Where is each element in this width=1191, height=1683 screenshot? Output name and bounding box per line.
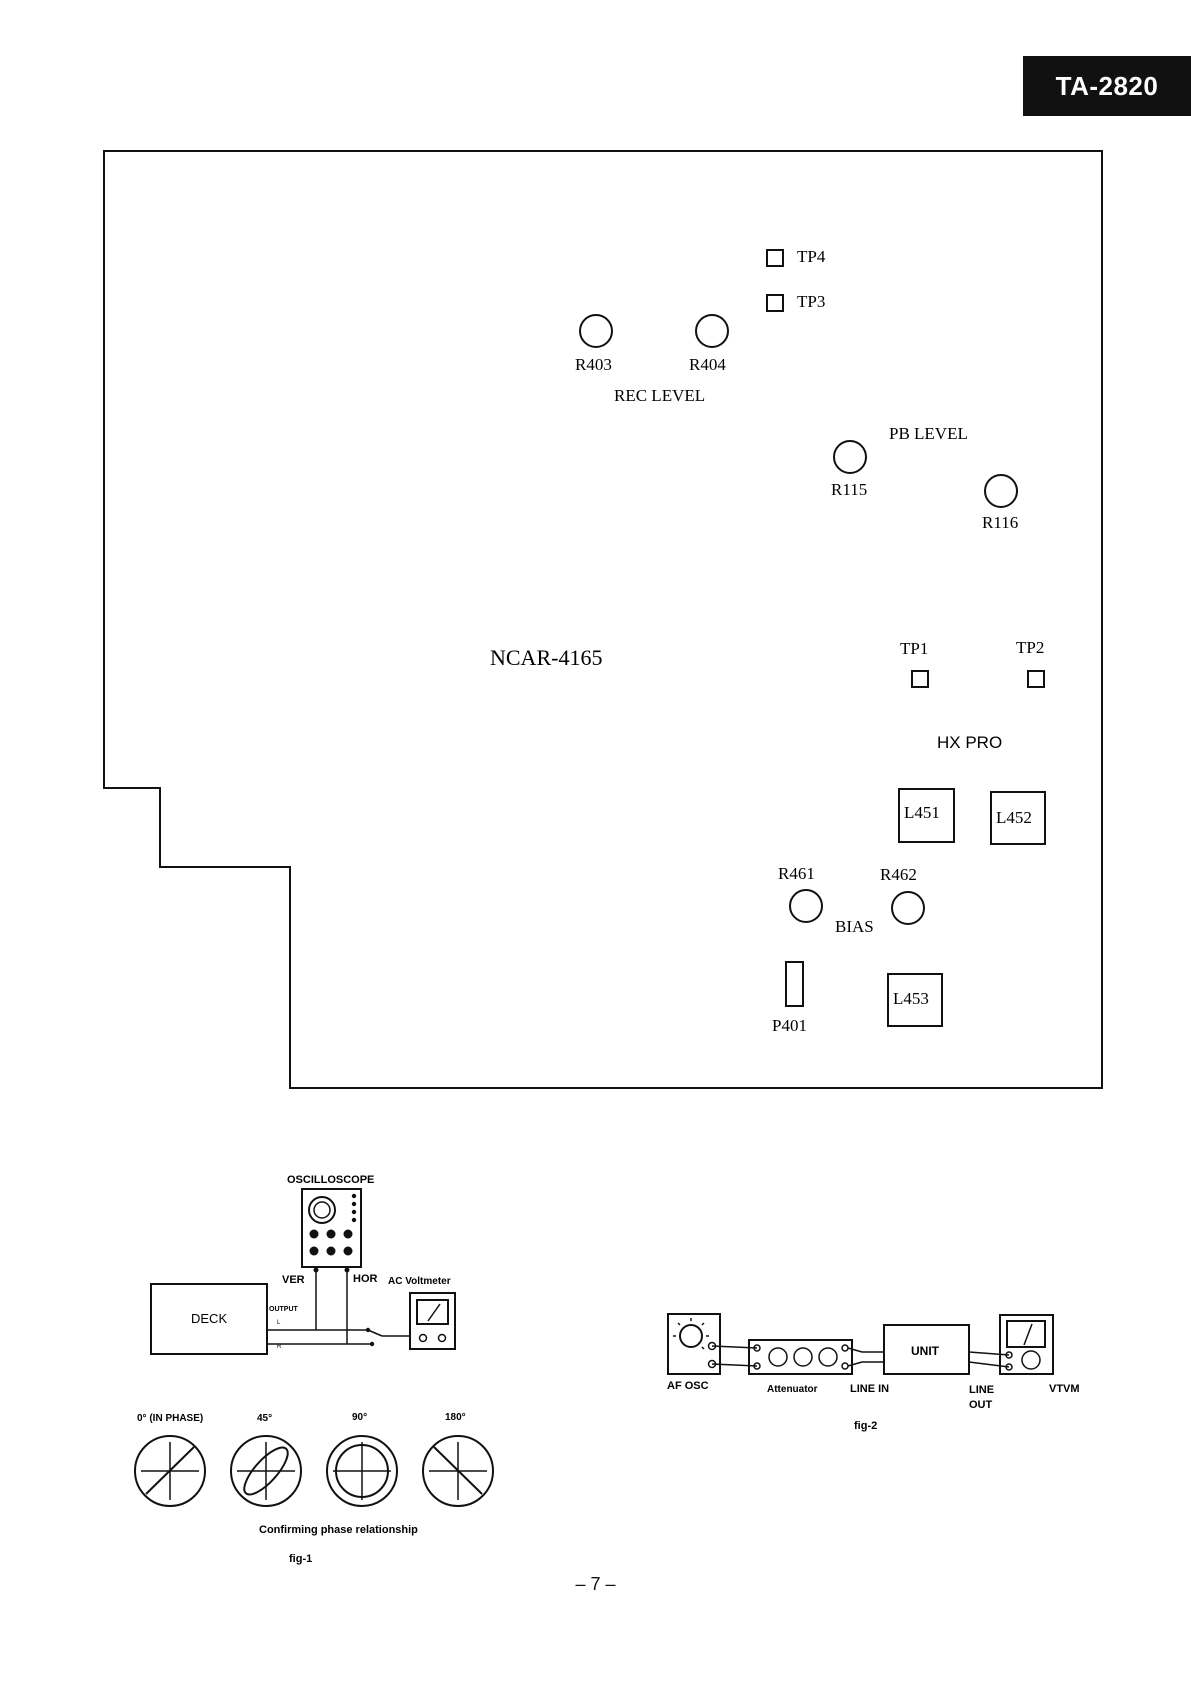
r115-trimmer [834, 441, 866, 473]
output-label: OUTPUT [269, 1306, 299, 1313]
phase-45-trace [231, 1436, 301, 1506]
phase-45-label: 45° [257, 1413, 272, 1424]
r403-trimmer [580, 315, 612, 347]
fig2-wiring [712, 1346, 1009, 1367]
channel-r-label: R [277, 1344, 282, 1350]
unit-label: UNIT [911, 1344, 940, 1358]
r116-label: R116 [982, 513, 1018, 532]
r461-trimmer [790, 890, 822, 922]
attenuator-label: Attenuator [767, 1384, 818, 1395]
vtvm-meter-icon [1007, 1321, 1045, 1347]
hor-label: HOR [353, 1273, 378, 1285]
p401-label: P401 [772, 1016, 807, 1035]
tp3-pad [767, 295, 783, 311]
l453-label: L453 [893, 989, 929, 1008]
line-out-label-2: OUT [969, 1399, 993, 1411]
voltmeter-meter-icon [417, 1300, 448, 1324]
pb-level-label: PB LEVEL [889, 424, 968, 443]
bias-label: BIAS [835, 917, 874, 936]
pcb-outline [104, 151, 1102, 1088]
r461-label: R461 [778, 864, 815, 883]
tp3-label: TP3 [797, 292, 825, 311]
af-osc-dial-icon [680, 1325, 702, 1347]
p401-connector [786, 962, 803, 1006]
rec-level-label: REC LEVEL [614, 386, 705, 405]
r404-label: R404 [689, 355, 726, 374]
af-osc-label: AF OSC [667, 1380, 709, 1392]
attenuator-knobs-icon [754, 1345, 848, 1369]
line-out-label-1: LINE [969, 1384, 994, 1396]
tp1-pad [912, 671, 928, 687]
phase-0-trace [135, 1436, 205, 1506]
phase-0-label: 0° (IN PHASE) [137, 1413, 203, 1424]
phase-90-trace [327, 1436, 397, 1506]
hx-pro-label: HX PRO [937, 733, 1002, 752]
deck-label: DECK [191, 1311, 227, 1326]
fig2-label: fig-2 [854, 1420, 877, 1432]
line-in-label: LINE IN [850, 1383, 889, 1395]
r462-trimmer [892, 892, 924, 924]
l451-label: L451 [904, 803, 940, 822]
fig1-caption: Confirming phase relationship [259, 1524, 418, 1536]
ac-voltmeter-label: AC Voltmeter [388, 1276, 451, 1287]
r116-trimmer [985, 475, 1017, 507]
ver-label: VER [282, 1274, 305, 1286]
tp2-label: TP2 [1016, 638, 1044, 657]
r404-trimmer [696, 315, 728, 347]
board-name: NCAR-4165 [490, 645, 602, 670]
tp4-label: TP4 [797, 247, 826, 266]
channel-l-label: L [277, 1320, 281, 1326]
tp1-label: TP1 [900, 639, 928, 658]
page-number: – 7 – [0, 1574, 1191, 1595]
af-osc-box [668, 1314, 720, 1374]
r403-label: R403 [575, 355, 612, 374]
phase-180-trace [423, 1436, 493, 1506]
vtvm-label: VTVM [1049, 1383, 1080, 1395]
tp4-pad [767, 250, 783, 266]
fig1-label: fig-1 [289, 1553, 312, 1565]
oscilloscope-label: OSCILLOSCOPE [287, 1174, 374, 1186]
phase-180-label: 180° [445, 1412, 466, 1423]
oscilloscope-screen-icon [309, 1197, 335, 1223]
tp2-pad [1028, 671, 1044, 687]
phase-90-label: 90° [352, 1412, 367, 1423]
l452-label: L452 [996, 808, 1032, 827]
r462-label: R462 [880, 865, 917, 884]
r115-label: R115 [831, 480, 867, 499]
